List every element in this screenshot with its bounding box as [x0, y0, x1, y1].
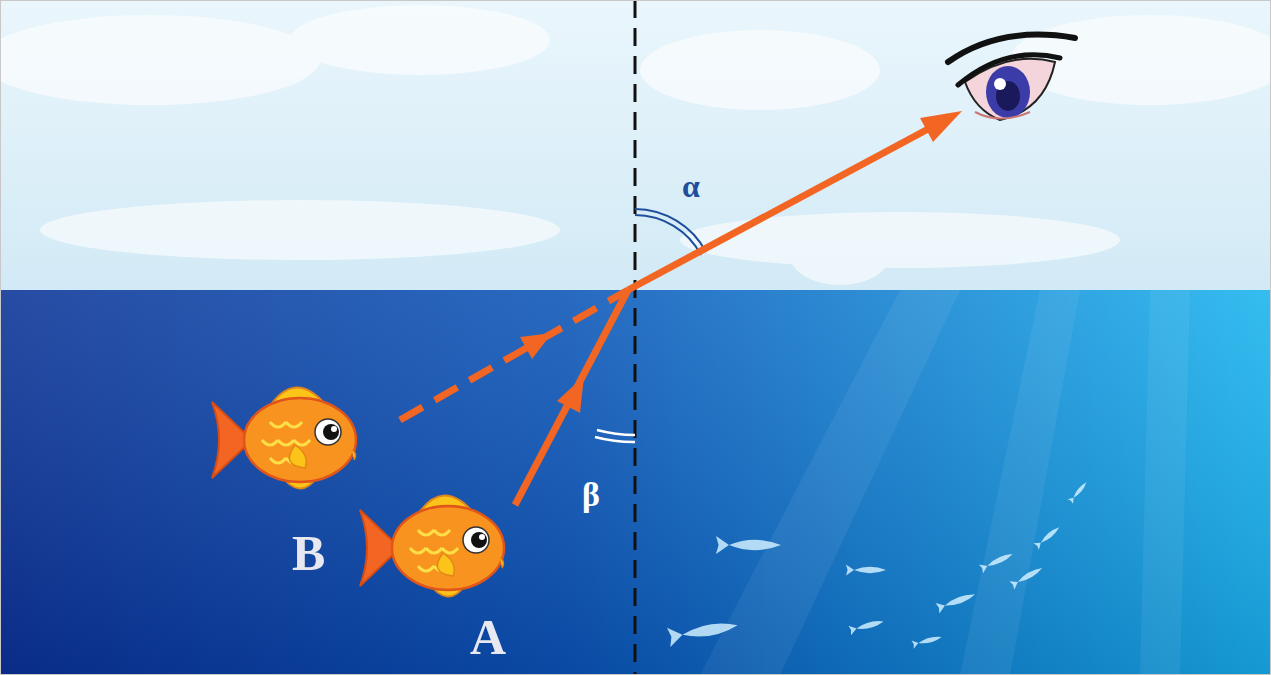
normal-line — [634, 0, 637, 675]
eye — [948, 35, 1075, 120]
light-rays — [700, 290, 1190, 675]
angle-label: β — [582, 478, 600, 512]
small-fish — [667, 480, 1089, 649]
light-rays-arrows — [400, 111, 962, 505]
point-label: A — [470, 612, 506, 662]
angle-label: α — [682, 170, 700, 202]
angle-arc-alpha — [635, 209, 706, 255]
fish-real — [360, 495, 504, 596]
point-label: B — [292, 528, 325, 578]
angle-arc-beta — [595, 430, 635, 442]
fish-image — [212, 387, 356, 488]
